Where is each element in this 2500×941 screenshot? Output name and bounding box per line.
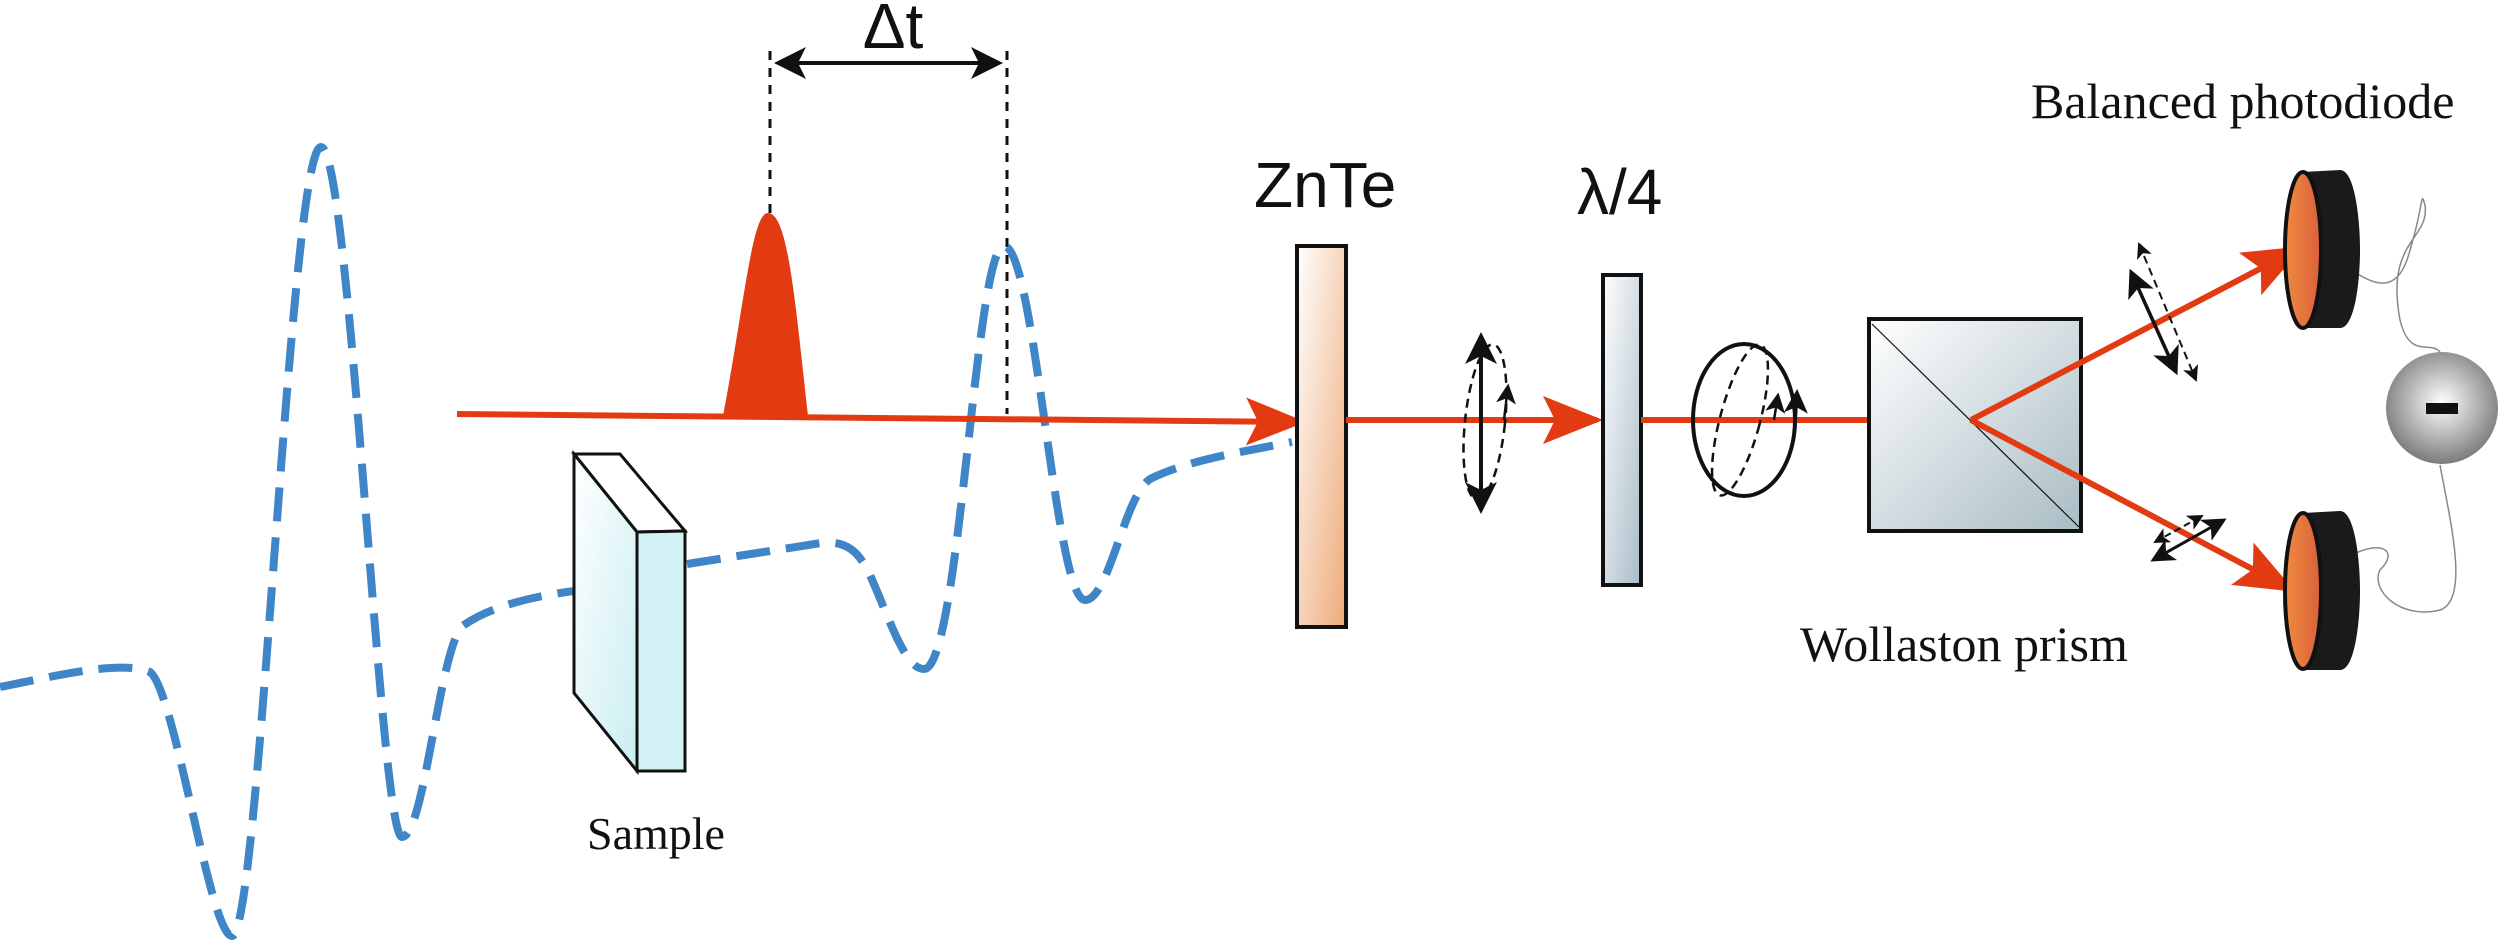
znte-crystal (1295, 244, 1348, 629)
lower-beam-polarization-icon (2150, 515, 2227, 562)
sample-label: Sample (587, 808, 725, 859)
delta-t-label: Δt (863, 0, 924, 62)
upper-beam-polarization-icon (2128, 242, 2198, 382)
thz-wave-transmitted (686, 241, 1293, 674)
sample-slab (570, 449, 689, 776)
upper-photodiode-wire (2351, 198, 2441, 353)
upper-photodiode (2283, 170, 2360, 330)
lower-photodiode (2283, 511, 2360, 671)
minus-icon (2426, 403, 2458, 414)
probe-beam-lower (1969, 417, 2296, 592)
elliptical-polarization-icon (1691, 342, 1808, 498)
linear-polarization-icon (1462, 332, 1516, 514)
probe-beam-in (456, 397, 1306, 446)
probe-pulse (723, 213, 808, 416)
znte-label: ZnTe (1254, 149, 1396, 221)
wollaston-prism-label: Wollaston prism (1800, 616, 2128, 672)
delta-t-annotation: Δt (768, 0, 1009, 414)
balanced-photodiode-label: Balanced photodiode (2031, 73, 2455, 129)
thz-wave-incident (0, 142, 601, 941)
quarter-wave-plate-label: λ/4 (1577, 156, 1662, 228)
lower-photodiode-wire (2351, 464, 2457, 613)
quarter-wave-plate (1601, 273, 1643, 587)
